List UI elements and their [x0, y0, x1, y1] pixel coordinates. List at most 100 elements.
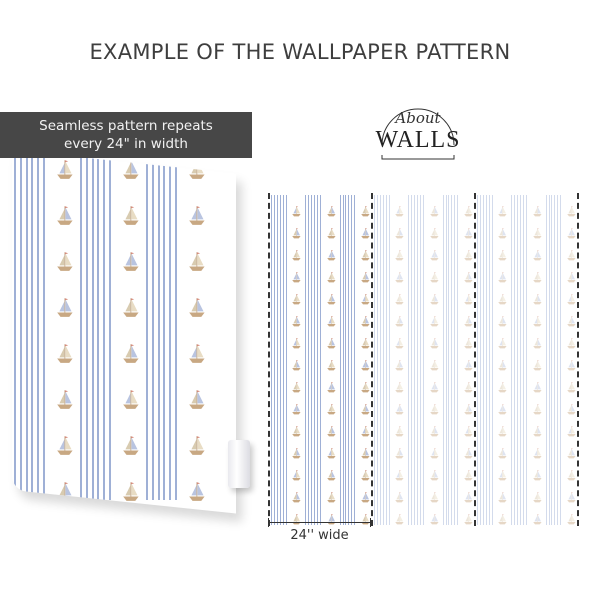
stripe	[316, 195, 318, 525]
boat-motif-icon	[566, 203, 578, 225]
boat-motif-icon	[532, 269, 550, 291]
boat-motif-icon	[187, 250, 205, 272]
boat-motif-icon	[463, 445, 475, 467]
boat-motif-icon	[360, 291, 372, 313]
pattern-panels	[268, 193, 579, 526]
banner-line-2: every 24" in width	[64, 136, 188, 152]
stripe	[163, 150, 166, 500]
boat-motif-icon	[394, 269, 412, 291]
boat-motif-icon	[497, 445, 515, 467]
banner-line-1: Seamless pattern repeats	[39, 118, 213, 134]
stripe	[345, 195, 347, 525]
stripe	[422, 195, 424, 525]
boat-motif-icon	[326, 269, 344, 291]
boat-motif-icon	[326, 313, 344, 335]
boat-motif-icon	[429, 291, 447, 313]
boat-motif-icon	[429, 423, 447, 445]
boat-motif-icon	[121, 342, 139, 364]
boat-motif-icon	[326, 247, 344, 269]
boat-motif-icon	[566, 423, 578, 445]
pattern-panel-3	[475, 195, 578, 525]
boat-motif-icon	[497, 313, 515, 335]
boat-motif-icon	[121, 434, 139, 456]
boat-motif-icon	[532, 511, 550, 525]
boat-motif-icon	[463, 203, 475, 225]
stripe	[91, 150, 94, 500]
boat-motif-icon	[394, 291, 412, 313]
stripe	[311, 195, 313, 525]
boat-motif-icon	[429, 511, 447, 525]
stripe	[411, 195, 413, 525]
boat-motif-icon	[566, 247, 578, 269]
boat-motif-icon	[532, 247, 550, 269]
boat-motif-icon	[291, 401, 309, 423]
boat-motif-icon	[55, 296, 73, 318]
boat-motif-icon	[532, 203, 550, 225]
stripe	[308, 195, 310, 525]
boat-motif-icon	[429, 247, 447, 269]
stripe	[545, 195, 547, 525]
stripe	[342, 195, 344, 525]
boat-motif-icon	[326, 357, 344, 379]
stripe	[276, 195, 278, 525]
boat-motif-icon	[360, 467, 372, 489]
stripe	[548, 195, 550, 525]
stripe	[511, 195, 513, 525]
boat-motif-icon	[566, 335, 578, 357]
stripe	[354, 195, 356, 525]
boat-motif-icon	[121, 296, 139, 318]
boat-motif-icon	[497, 247, 515, 269]
boat-motif-icon	[121, 388, 139, 410]
boat-motif-icon	[429, 401, 447, 423]
stripe	[442, 195, 444, 525]
boat-motif-icon	[121, 480, 139, 502]
stripe	[319, 195, 321, 525]
roll-curl	[228, 440, 250, 488]
boat-motif-icon	[429, 379, 447, 401]
stripe	[37, 150, 40, 500]
boat-motif-icon	[187, 342, 205, 364]
boat-motif-icon	[291, 247, 309, 269]
stripe	[146, 150, 149, 500]
stripe	[169, 150, 172, 500]
boat-motif-icon	[566, 379, 578, 401]
boat-motif-icon	[463, 225, 475, 247]
boat-motif-icon	[121, 250, 139, 272]
boat-motif-icon	[532, 225, 550, 247]
stripe	[557, 195, 559, 525]
stripe	[388, 195, 390, 525]
boat-motif-icon	[360, 401, 372, 423]
boat-motif-icon	[429, 467, 447, 489]
stripe	[14, 150, 17, 500]
boat-motif-icon	[187, 204, 205, 226]
stripe	[488, 195, 490, 525]
boat-motif-icon	[497, 203, 515, 225]
boat-motif-icon	[429, 445, 447, 467]
boat-motif-icon	[360, 203, 372, 225]
stripe	[382, 195, 384, 525]
boat-motif-icon	[326, 489, 344, 511]
stripe	[445, 195, 447, 525]
stripe	[417, 195, 419, 525]
stripe	[157, 150, 160, 500]
width-measure-line	[268, 518, 371, 527]
panel-divider	[474, 193, 476, 526]
repeat-info-banner: Seamless pattern repeats every 24" in wi…	[0, 112, 252, 158]
boat-motif-icon	[532, 313, 550, 335]
stripe	[80, 150, 83, 500]
boat-motif-icon	[463, 335, 475, 357]
boat-motif-icon	[187, 480, 205, 502]
stripe	[19, 150, 22, 500]
boat-motif-icon	[463, 467, 475, 489]
boat-motif-icon	[326, 423, 344, 445]
boat-motif-icon	[532, 467, 550, 489]
stripe	[305, 195, 307, 525]
roll-pattern	[12, 150, 236, 502]
boat-motif-icon	[55, 342, 73, 364]
boat-motif-icon	[326, 467, 344, 489]
boat-motif-icon	[291, 291, 309, 313]
boat-motif-icon	[55, 388, 73, 410]
boat-motif-icon	[497, 225, 515, 247]
stripe	[109, 150, 112, 500]
page-title: EXAMPLE OF THE WALLPAPER PATTERN	[89, 40, 511, 64]
